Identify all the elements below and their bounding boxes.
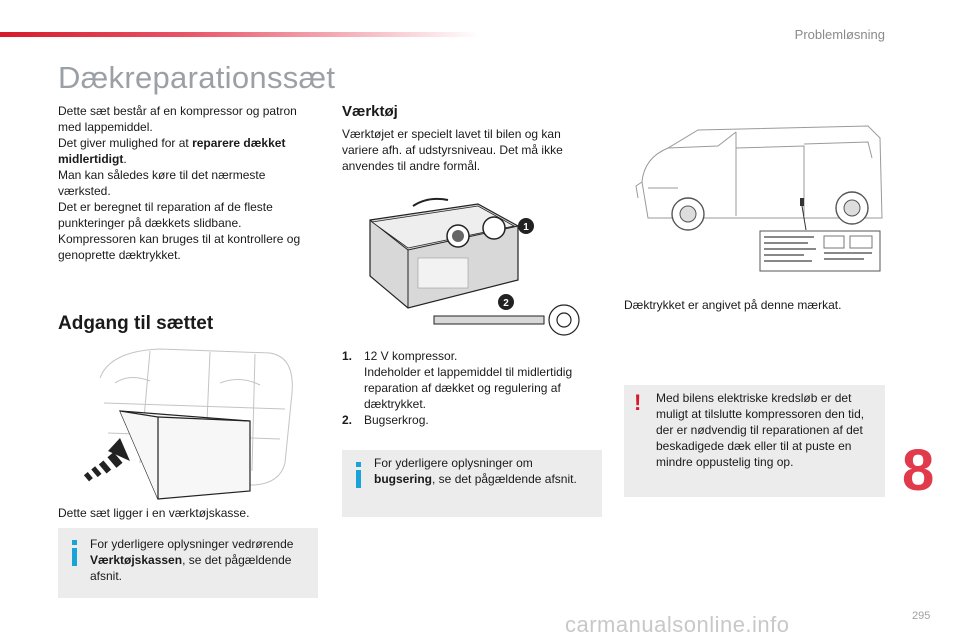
callout-2-label: 2	[503, 298, 509, 309]
chapter-number: 8	[902, 438, 935, 503]
tools-list: 1. 12 V kompressor. Indeholder et lappem…	[342, 348, 597, 428]
info-icon	[70, 540, 80, 566]
intro-bold: reparere dækket midlertidigt	[58, 136, 286, 166]
info-icon	[354, 462, 364, 488]
intro-line-4: Det er beregnet til reparation af de fle…	[58, 200, 273, 230]
toolbox-info-box: For yderligere oplysninger vedrørende Væ…	[58, 528, 318, 598]
intro-line-3: Man kan således køre til det nærmeste væ…	[58, 168, 266, 198]
vehicle-tyre-label-illustration	[635, 125, 883, 272]
tools-text: Værktøjet er specielt lavet til bilen og…	[342, 127, 563, 173]
toolbox-info-text: For yderligere oplysninger vedrørende Væ…	[90, 537, 294, 583]
towing-info-box: For yderligere oplysninger om bugsering,…	[342, 450, 602, 517]
warning-box: ! Med bilens elektriske kredsløb er det …	[624, 385, 885, 497]
callout-1-icon	[518, 218, 534, 234]
page-number: 295	[912, 610, 931, 622]
warning-text: Med bilens elektriske kredsløb er det mu…	[656, 391, 865, 469]
intro-line-1: Dette sæt består af en kompressor og pat…	[58, 104, 297, 134]
tools-list-item-1: 1. 12 V kompressor. Indeholder et lappem…	[342, 349, 573, 411]
tools-list-item-2: 2. Bugserkrog.	[342, 413, 429, 427]
compressor-icon	[369, 197, 519, 309]
towing-hook-icon	[433, 304, 580, 336]
intro-text: Dette sæt består af en kompressor og pat…	[58, 103, 313, 263]
page-title: Dækreparationssæt	[58, 60, 336, 95]
access-heading: Adgang til sættet	[58, 313, 214, 334]
label-caption: Dæktrykket er angivet på denne mærkat.	[624, 298, 842, 312]
callout-2-icon	[498, 294, 514, 310]
label-location-marker	[800, 198, 804, 206]
watermark: carmanualsonline.info	[565, 612, 790, 637]
callout-1-label: 1	[523, 222, 529, 233]
towing-info-text: For yderligere oplysninger om bugsering,…	[374, 456, 577, 486]
tools-heading: Værktøj	[342, 103, 398, 120]
access-caption: Dette sæt ligger i en værktøjskasse.	[58, 506, 250, 520]
warning-icon: !	[634, 390, 642, 415]
toolbox-seat-illustration	[83, 348, 293, 500]
header-accent-bar	[0, 32, 480, 37]
section-label: Problemløsning	[794, 27, 885, 42]
intro-line-5: Kompressoren kan bruges til at kontrolle…	[58, 232, 301, 262]
compressor-and-hook-illustration: 1 2	[369, 197, 580, 336]
intro-line-2: Det giver mulighed for at reparere dække…	[58, 136, 286, 166]
